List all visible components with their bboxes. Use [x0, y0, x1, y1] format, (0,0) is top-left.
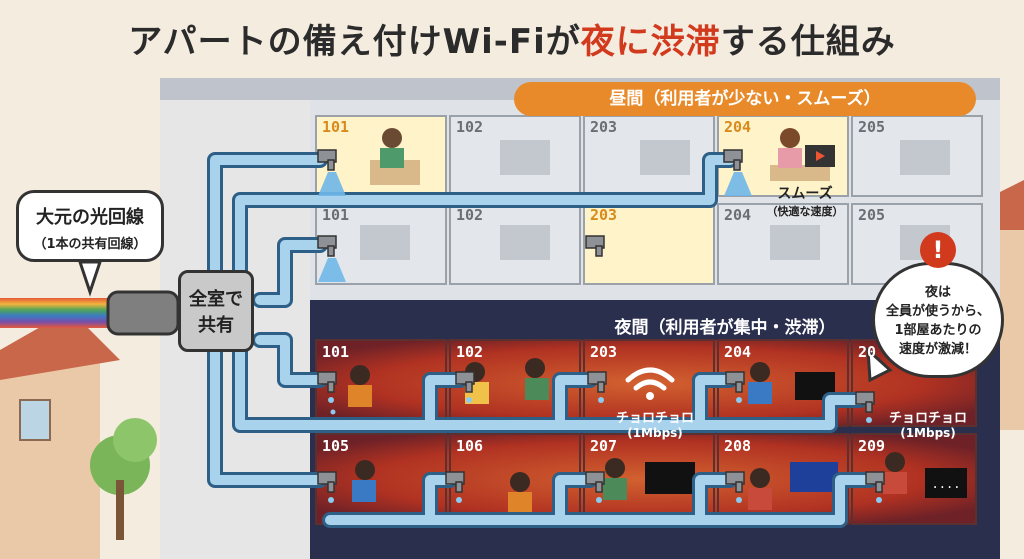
warning-line2: 全員が使うから、 [885, 304, 990, 319]
slow-sub-2: (1Mbps) [900, 426, 956, 440]
nighttime-banner: 夜間（利用者が集中・渋滞） [614, 318, 836, 338]
slow-sub-1: (1Mbps) [627, 426, 683, 440]
page-title: アパートの備え付けWi-Fiが夜に渋滞する仕組み [128, 22, 896, 62]
wifi-icon-slow [625, 367, 675, 391]
day-room-102: 102 [456, 118, 484, 136]
slow-label-1: チョロチョロ [615, 411, 694, 426]
smooth-sub: （快適な速度） [766, 205, 844, 218]
day2-room-203: 203 [590, 206, 618, 224]
faucet-icons [317, 149, 885, 493]
slow-caption-2: チョロチョロ (1Mbps) [880, 407, 976, 440]
night-room-203: 203 [590, 343, 618, 361]
slow-label-2: チョロチョロ [888, 411, 967, 426]
day-person-204 [770, 128, 835, 181]
day2-room-101: 101 [322, 206, 350, 224]
night-room-105: 105 [322, 437, 350, 455]
source-line-sub: （1本の共有回線） [33, 237, 147, 252]
warning-line3: 1部屋あたりの [894, 323, 982, 338]
day-room-204: 204 [724, 118, 752, 136]
night-room-101: 101 [322, 343, 350, 361]
smooth-label: スムーズ [777, 186, 833, 202]
warning-line1: 夜は [924, 285, 951, 300]
day-person-101 [370, 128, 420, 185]
warning-callout: 夜は 全員が使うから、 1部屋あたりの 速度が激減！ [872, 262, 1004, 378]
night-room-106: 106 [456, 437, 484, 455]
day2-room-102: 102 [456, 206, 484, 224]
source-line-label: 大元の光回線 [36, 207, 144, 228]
smooth-caption: スムーズ （快適な速度） [760, 183, 850, 219]
day-room-203: 203 [590, 118, 618, 136]
night-room-20: 20 [858, 343, 877, 361]
night-room-102: 102 [456, 343, 484, 361]
hub-line2: 共有 [198, 315, 234, 336]
night-room-208: 208 [724, 437, 752, 455]
night-room-207: 207 [590, 437, 618, 455]
source-line-callout: 大元の光回線 （1本の共有回線） [16, 190, 164, 262]
day2-room-204: 204 [724, 206, 752, 224]
shared-hub-box: 全室で 共有 [178, 270, 254, 352]
warning-line4: 速度が激減！ [898, 342, 977, 357]
night-room-204: 204 [724, 343, 752, 361]
daytime-banner: 昼間（利用者が少ない・スムーズ） [514, 82, 976, 116]
slow-caption-1: チョロチョロ (1Mbps) [610, 407, 700, 440]
day-room-205: 205 [858, 118, 886, 136]
svg-text:....: .... [932, 477, 961, 491]
warning-icon: ! [920, 232, 956, 268]
day-room-101: 101 [322, 118, 350, 136]
day2-room-205: 205 [858, 206, 886, 224]
hub-line1: 全室で [189, 289, 243, 310]
night-room-209: 209 [858, 437, 886, 455]
night-occupants: .... [348, 358, 967, 512]
